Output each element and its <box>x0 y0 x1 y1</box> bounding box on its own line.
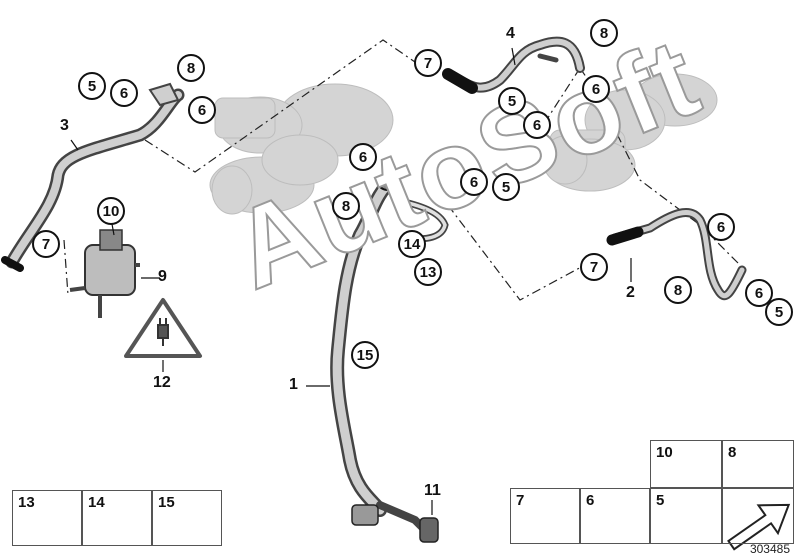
callout-8: 8 <box>664 276 692 304</box>
legend-cell-13: 13 <box>12 490 82 546</box>
document-number: 303485 <box>749 542 790 556</box>
callout-7: 7 <box>32 230 60 258</box>
coolant-pipe-1 <box>330 173 439 543</box>
label-12: 12 <box>153 374 171 391</box>
legend-number: 14 <box>88 494 105 511</box>
coolant-pipe-3 <box>1 82 185 272</box>
callout-5: 5 <box>498 87 526 115</box>
coolant-pipe-small <box>391 172 449 243</box>
legend-number: 15 <box>158 494 175 511</box>
callout-6: 6 <box>188 96 216 124</box>
legend-cell-5: 5 <box>650 488 722 544</box>
legend-number: 6 <box>586 492 595 509</box>
callout-14: 14 <box>398 230 426 258</box>
label-3: 3 <box>60 117 69 134</box>
legend-number: 10 <box>656 444 673 461</box>
callout-10: 10 <box>97 197 125 225</box>
legend-number: 7 <box>516 492 525 509</box>
callout-8: 8 <box>177 54 205 82</box>
callout-15: 15 <box>351 341 379 369</box>
callout-6: 6 <box>460 168 488 196</box>
callout-8: 8 <box>590 19 618 47</box>
callout-5: 5 <box>78 72 106 100</box>
callout-13: 13 <box>414 258 442 286</box>
callout-5: 5 <box>765 298 793 326</box>
legend-number: 8 <box>728 444 737 461</box>
label-4: 4 <box>506 25 515 42</box>
callout-6: 6 <box>582 75 610 103</box>
legend-cell-15: 15 <box>152 490 222 546</box>
coolant-pipe-2 <box>606 208 747 301</box>
legend-cell-7: 7 <box>510 488 580 544</box>
coolant-pipe-4 <box>442 36 585 94</box>
callout-7: 7 <box>414 49 442 77</box>
leader-lines <box>63 39 741 301</box>
legend-cell-8: 8 <box>722 440 794 488</box>
label-11: 11 <box>424 482 441 499</box>
callout-6: 6 <box>349 143 377 171</box>
callout-6: 6 <box>707 213 735 241</box>
callout-8: 8 <box>332 192 360 220</box>
label-2: 2 <box>626 284 635 301</box>
legend-cell-14: 14 <box>82 490 152 546</box>
legend-number: 13 <box>18 494 35 511</box>
legend-cell-arrow <box>722 488 794 544</box>
legend-cell-10: 10 <box>650 440 722 488</box>
callout-6: 6 <box>110 79 138 107</box>
turbocharger-right <box>542 73 718 192</box>
callout-6: 6 <box>523 111 551 139</box>
turbocharger-left <box>209 83 394 215</box>
switchover-valve <box>69 229 140 318</box>
warning-triangle <box>124 298 202 358</box>
callout-7: 7 <box>580 253 608 281</box>
short-leaders <box>70 47 632 515</box>
label-1: 1 <box>289 376 298 393</box>
callout-5: 5 <box>492 173 520 201</box>
legend-number: 5 <box>656 492 665 509</box>
label-9: 9 <box>158 268 167 285</box>
legend-cell-6: 6 <box>580 488 650 544</box>
